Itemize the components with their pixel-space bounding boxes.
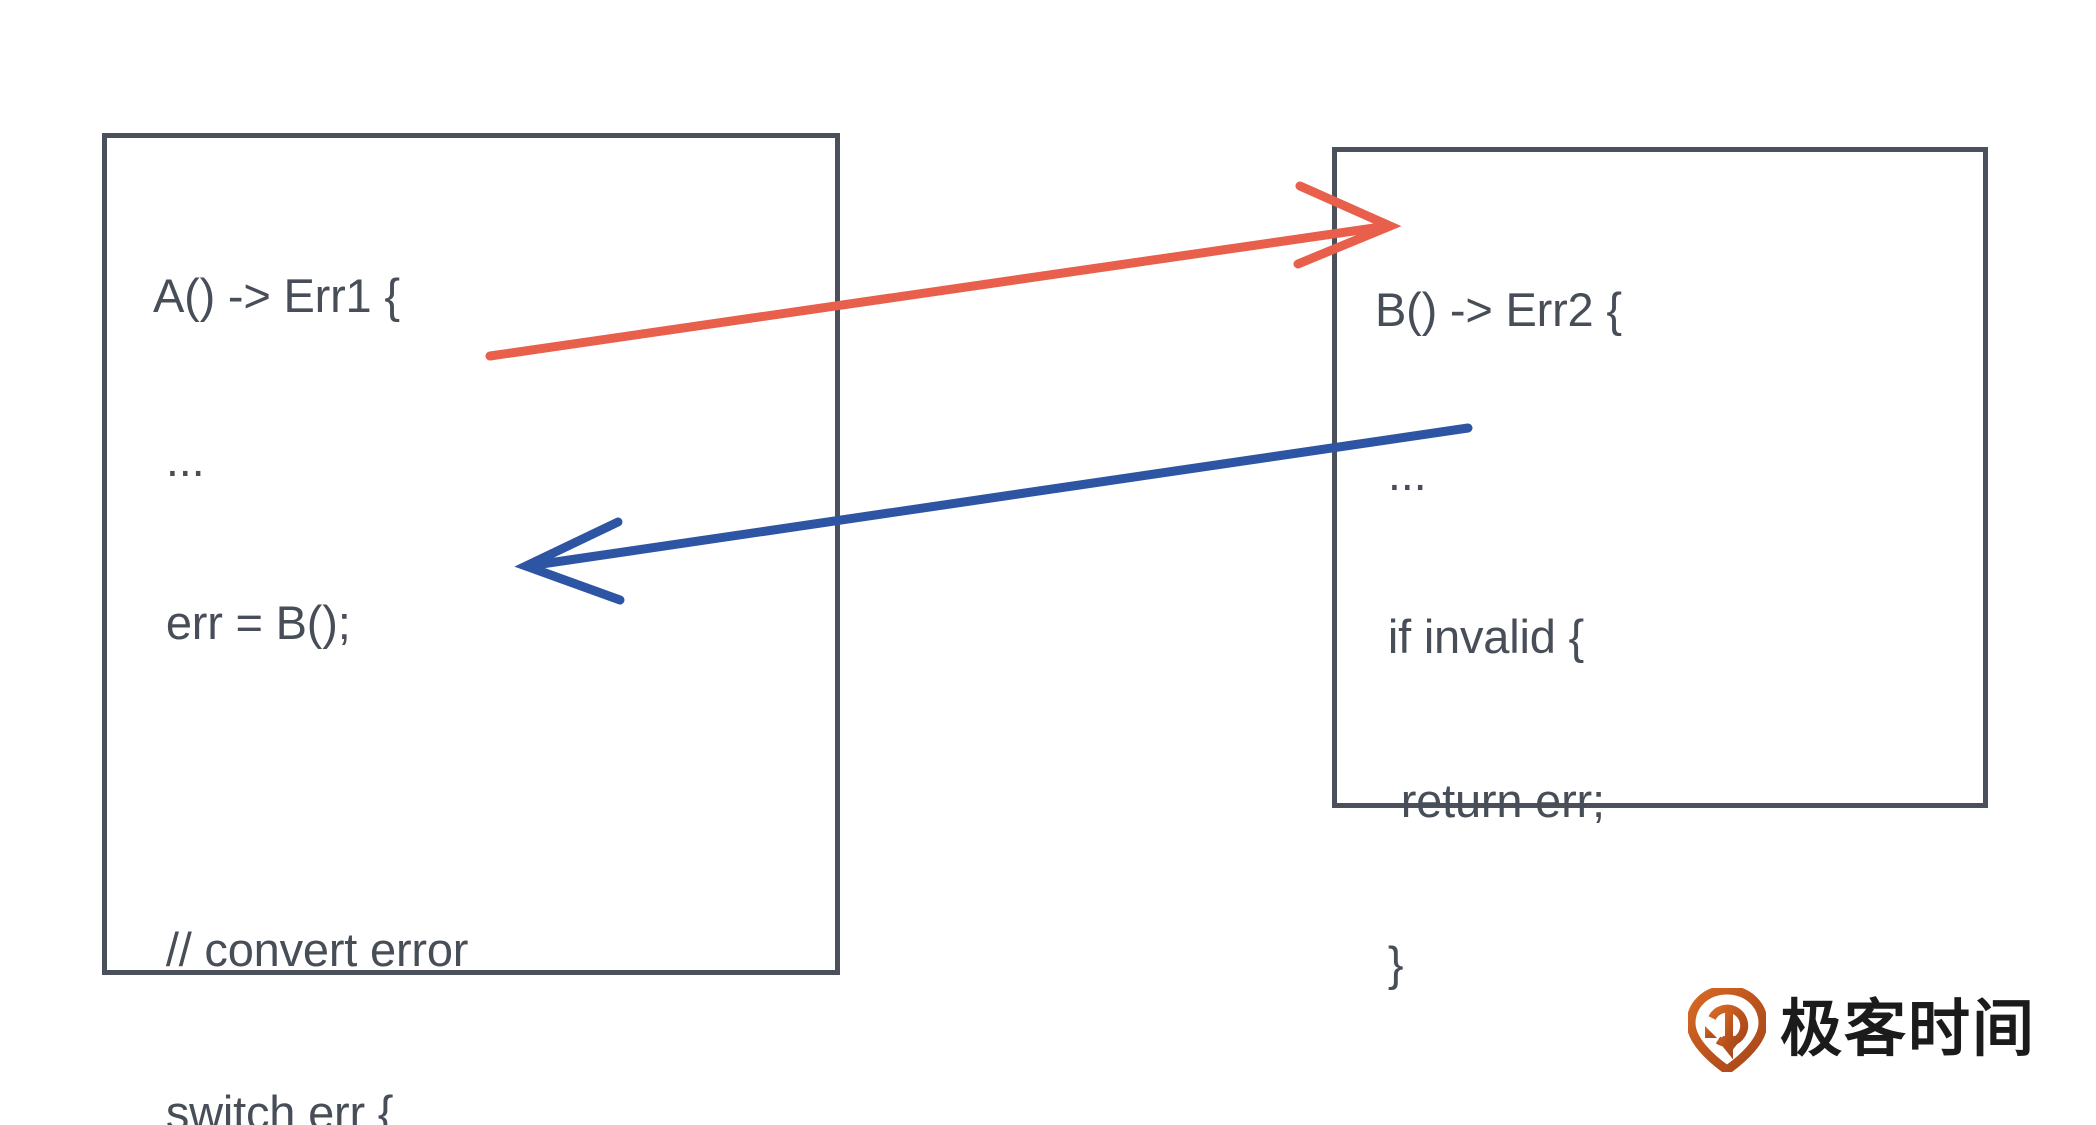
code-line: B() -> Err2 {: [1375, 283, 1622, 337]
code-line-blank: [153, 760, 468, 814]
code-line: }: [1375, 937, 1404, 991]
code-line: switch err {: [153, 1086, 394, 1125]
geektime-mark-icon: [1688, 988, 1766, 1072]
code-line-comment: // convert error: [153, 922, 469, 976]
code-block-function-a: A() -> Err1 { ... err = B(); // convert …: [153, 160, 468, 1125]
code-line: ...: [1375, 446, 1427, 500]
code-line: return err;: [1375, 773, 1605, 827]
brand-name: 极客时间: [1780, 995, 2037, 1064]
code-line: A() -> Err1 {: [153, 269, 400, 323]
code-box-function-a: A() -> Err1 { ... err = B(); // convert …: [102, 133, 840, 1125]
code-block-function-b: B() -> Err2 { ... if invalid { return er…: [1375, 174, 1622, 1125]
code-line: ...: [153, 432, 205, 486]
code-box-function-b: B() -> Err2 { ... if invalid { return er…: [1332, 147, 1988, 1125]
code-line: if invalid {: [1375, 610, 1585, 664]
code-line: ...: [1375, 1101, 1622, 1125]
code-line: err = B();: [153, 596, 351, 650]
brand-logo: 极客时间: [1688, 988, 2036, 1072]
